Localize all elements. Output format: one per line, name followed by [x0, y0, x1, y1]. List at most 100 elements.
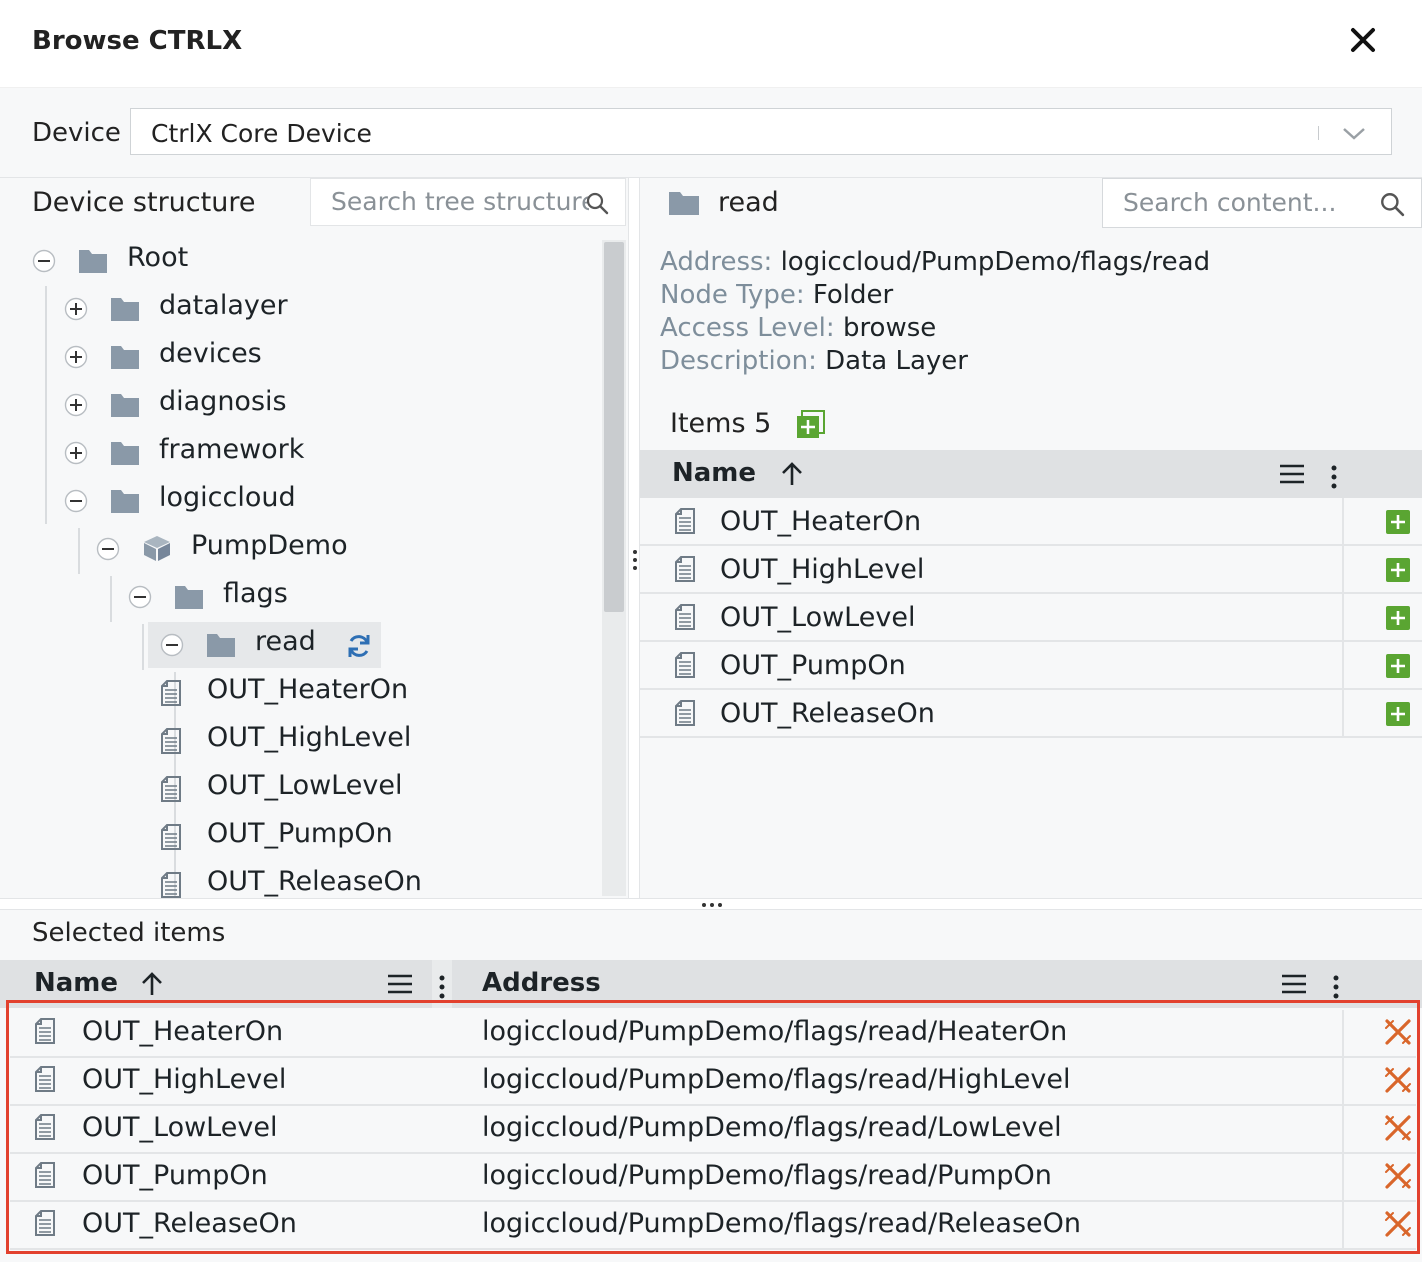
- sort-ascending-icon[interactable]: [140, 971, 164, 997]
- row-separator: [1342, 1202, 1344, 1248]
- tree-scrollbar[interactable]: [602, 240, 626, 896]
- horizontal-splitter[interactable]: [0, 898, 1422, 910]
- drag-handle-icon[interactable]: [700, 902, 724, 908]
- tree-line: [45, 286, 47, 524]
- expand-icon[interactable]: [64, 297, 88, 321]
- refresh-icon[interactable]: [346, 633, 372, 659]
- tree-node[interactable]: OUT_HighLevel: [0, 718, 600, 766]
- folder-icon: [207, 634, 235, 657]
- tree-line: [174, 672, 176, 898]
- row-separator: [1342, 594, 1344, 640]
- collapse-icon[interactable]: [64, 489, 88, 513]
- folder-icon: [111, 346, 139, 369]
- tree-node-label: Root: [127, 242, 189, 273]
- column-options-icon[interactable]: [438, 974, 446, 1000]
- selected-row-address: logiccloud/PumpDemo/flags/read/PumpOn: [482, 1160, 1052, 1191]
- remove-icon[interactable]: [1384, 1210, 1412, 1238]
- tree-node[interactable]: flags: [0, 574, 600, 622]
- tree-node[interactable]: logiccloud: [0, 478, 600, 526]
- tree-node[interactable]: OUT_ReleaseOn: [0, 862, 600, 898]
- add-all-icon[interactable]: [796, 410, 826, 440]
- folder-icon: [111, 490, 139, 513]
- add-icon[interactable]: [1386, 510, 1410, 534]
- column-menu-icon[interactable]: [1278, 463, 1306, 485]
- tree-node[interactable]: OUT_LowLevel: [0, 766, 600, 814]
- remove-icon[interactable]: [1384, 1018, 1412, 1046]
- device-structure-title: Device structure: [32, 187, 256, 218]
- collapse-icon[interactable]: [128, 585, 152, 609]
- expand-icon[interactable]: [64, 345, 88, 369]
- remove-icon[interactable]: [1384, 1066, 1412, 1094]
- add-icon[interactable]: [1386, 558, 1410, 582]
- add-icon[interactable]: [1386, 702, 1410, 726]
- content-row-name: OUT_LowLevel: [720, 602, 916, 633]
- node-properties: Address: logiccloud/PumpDemo/flags/read …: [660, 246, 1210, 378]
- column-options-icon[interactable]: [1332, 974, 1340, 1000]
- tree-node[interactable]: devices: [0, 334, 600, 382]
- tree-node-label: flags: [223, 578, 288, 609]
- content-row[interactable]: OUT_ReleaseOn: [640, 690, 1422, 738]
- selected-items-panel: Selected items Name Address: [0, 910, 1422, 1262]
- device-select[interactable]: CtrlX Core Device: [130, 108, 1392, 155]
- tree-node[interactable]: PumpDemo: [0, 526, 600, 574]
- row-separator: [1342, 498, 1344, 544]
- collapse-icon[interactable]: [32, 249, 56, 273]
- column-header-address[interactable]: Address: [482, 968, 601, 998]
- column-menu-icon[interactable]: [1280, 973, 1308, 995]
- device-select-value: CtrlX Core Device: [151, 119, 372, 148]
- content-row[interactable]: OUT_HeaterOn: [640, 498, 1422, 546]
- tree-node[interactable]: framework: [0, 430, 600, 478]
- column-resize-handle[interactable]: [432, 960, 452, 1008]
- device-label: Device: [32, 118, 121, 148]
- search-icon[interactable]: [1379, 191, 1405, 217]
- drag-handle-icon[interactable]: [632, 548, 638, 572]
- content-search-input[interactable]: Search content...: [1102, 178, 1422, 228]
- column-header-name[interactable]: Name: [672, 458, 757, 488]
- tree-search-input[interactable]: Search tree structure...: [310, 178, 626, 226]
- column-menu-icon[interactable]: [386, 973, 414, 995]
- remove-icon[interactable]: [1384, 1162, 1412, 1190]
- tree-node-label: devices: [159, 338, 262, 369]
- search-icon[interactable]: [585, 191, 609, 215]
- tree-node[interactable]: diagnosis: [0, 382, 600, 430]
- vertical-splitter[interactable]: [628, 178, 640, 898]
- content-search-placeholder: Search content...: [1123, 188, 1337, 217]
- collapse-icon[interactable]: [160, 633, 184, 657]
- tree-node[interactable]: OUT_PumpOn: [0, 814, 600, 862]
- tree-node[interactable]: OUT_HeaterOn: [0, 670, 600, 718]
- chevron-down-icon[interactable]: [1341, 121, 1367, 145]
- expand-icon[interactable]: [64, 441, 88, 465]
- tree-node[interactable]: datalayer: [0, 286, 600, 334]
- content-row[interactable]: OUT_PumpOn: [640, 642, 1422, 690]
- dialog-title: Browse CTRLX: [32, 26, 243, 56]
- tree-node-label: OUT_LowLevel: [207, 770, 403, 801]
- tree-scrollbar-thumb[interactable]: [604, 242, 624, 612]
- content-row[interactable]: OUT_LowLevel: [640, 594, 1422, 642]
- column-options-icon[interactable]: [1330, 464, 1338, 490]
- content-row[interactable]: OUT_HighLevel: [640, 546, 1422, 594]
- add-icon[interactable]: [1386, 654, 1410, 678]
- tree-node[interactable]: Root: [0, 238, 600, 286]
- remove-icon[interactable]: [1384, 1114, 1412, 1142]
- content-panel: read Search content... Address: logicclo…: [640, 178, 1422, 898]
- device-structure-panel: Device structure Search tree structure..…: [0, 178, 628, 898]
- sort-ascending-icon[interactable]: [780, 461, 804, 487]
- column-header-name[interactable]: Name: [34, 968, 119, 998]
- variable-icon: [35, 1066, 55, 1092]
- tree-line: [142, 624, 144, 670]
- tree-node[interactable]: read: [0, 622, 600, 670]
- tree-node-label: diagnosis: [159, 386, 287, 417]
- expand-icon[interactable]: [64, 393, 88, 417]
- variable-icon: [35, 1162, 55, 1188]
- add-icon[interactable]: [1386, 606, 1410, 630]
- variable-icon: [161, 872, 181, 898]
- items-count: Items 5: [670, 408, 772, 439]
- property-node-type: Node Type: Folder: [660, 280, 894, 310]
- close-icon[interactable]: [1347, 24, 1379, 56]
- collapse-icon[interactable]: [96, 537, 120, 561]
